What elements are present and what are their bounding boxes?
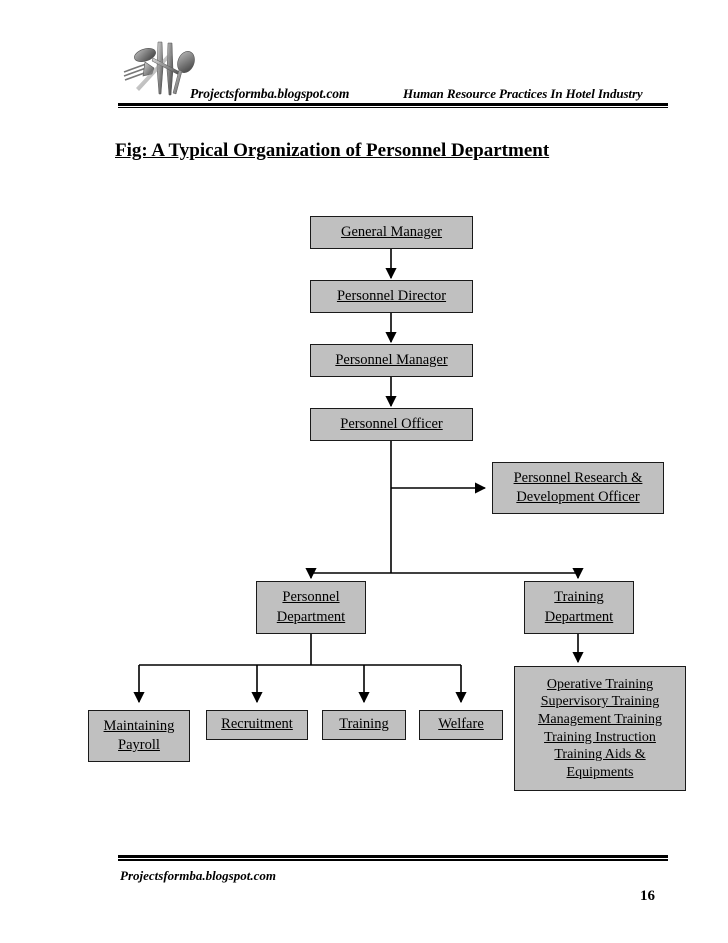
node-label: Personnel Manager [335, 351, 448, 368]
node-label-line-1: Training [554, 589, 604, 606]
node-label-line-1: Operative Training [546, 676, 654, 692]
footer-rule-thin [118, 859, 668, 861]
node-label: Recruitment [221, 716, 293, 733]
node-label-line-6: Equipments [566, 764, 634, 780]
node-personnel-director[interactable]: Personnel Director [310, 280, 473, 313]
node-training-details[interactable]: Operative Training Supervisory Training … [514, 666, 686, 791]
cutlery-logo-icon [118, 38, 204, 100]
header-divider [118, 103, 668, 108]
footer-site-name: Projectsformba.blogspot.com [120, 868, 276, 883]
page-title: Fig: A Typical Organization of Personnel… [115, 140, 550, 161]
footer-rule-thick [118, 855, 668, 858]
node-label: General Manager [340, 223, 443, 240]
node-label-line-1: Personnel Research & [513, 469, 643, 486]
node-label-line-5: Training Aids & [554, 747, 646, 763]
node-label-line-2: Supervisory Training [540, 694, 660, 710]
node-label: Welfare [438, 716, 484, 733]
node-maintaining-payroll[interactable]: Maintaining Payroll [88, 710, 190, 762]
node-label-line-2: Payroll [118, 737, 160, 753]
node-general-manager[interactable]: General Manager [310, 216, 473, 249]
node-label-line-2: Department [544, 608, 614, 625]
node-label-line-2: Department [276, 608, 346, 625]
header-rule-thick [118, 103, 668, 106]
node-label-line-4: Training Instruction [544, 729, 656, 745]
node-label: Personnel Director [336, 287, 447, 304]
node-label: Personnel Officer [340, 415, 443, 432]
node-label-line-3: Management Training [537, 711, 663, 727]
footer-divider [118, 855, 668, 861]
node-label-line-1: Personnel [282, 589, 340, 606]
node-personnel-research-development-officer[interactable]: Personnel Research & Development Officer [492, 462, 664, 514]
header-site-name: Projectsformba.blogspot.com [190, 86, 350, 101]
node-recruitment[interactable]: Recruitment [206, 710, 308, 740]
node-label: Training [339, 716, 389, 733]
node-training-department[interactable]: Training Department [524, 581, 634, 634]
node-training[interactable]: Training [322, 710, 406, 740]
header-rule-thin [118, 107, 668, 108]
node-personnel-manager[interactable]: Personnel Manager [310, 344, 473, 377]
page-number: 16 [640, 888, 655, 904]
node-personnel-department[interactable]: Personnel Department [256, 581, 366, 634]
node-personnel-officer[interactable]: Personnel Officer [310, 408, 473, 441]
node-welfare[interactable]: Welfare [419, 710, 503, 740]
node-label-line-2: Development Officer [516, 489, 640, 505]
header-subject: Human Resource Practices In Hotel Indust… [403, 86, 643, 101]
header-text-band: Projectsformba.blogspot.com Human Resour… [118, 84, 668, 106]
node-label-line-1: Maintaining [103, 717, 175, 734]
